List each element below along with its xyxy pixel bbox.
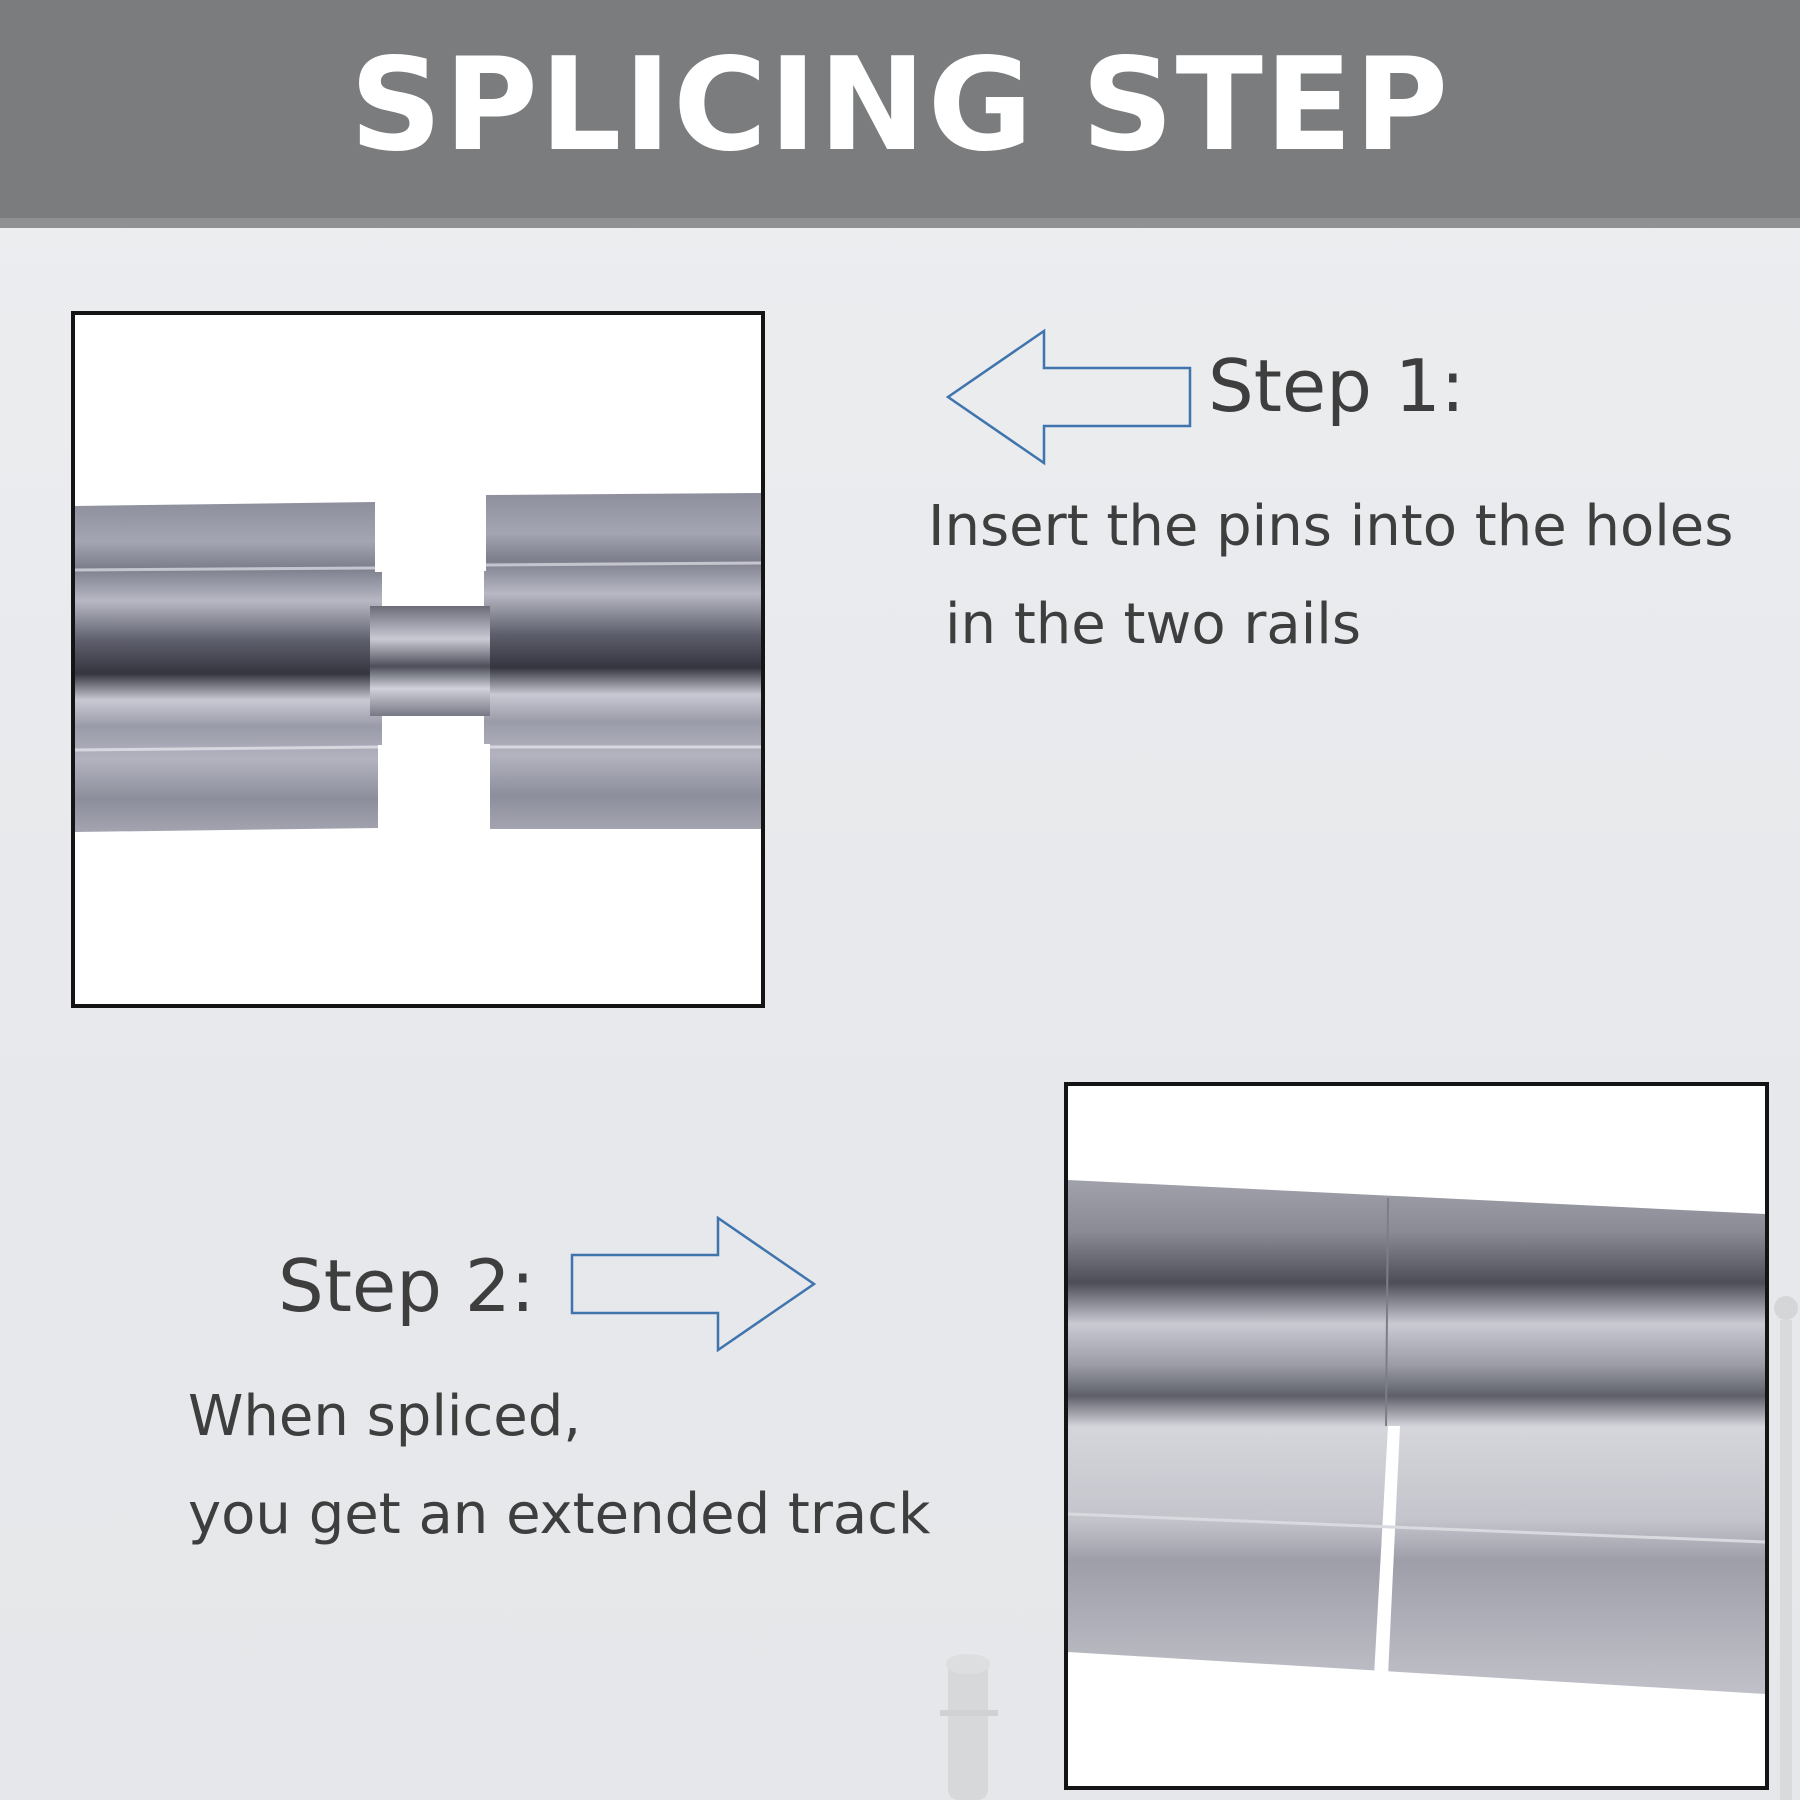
step-1-description-line-1: Insert the pins into the holes (928, 494, 1734, 559)
step-2-description-line-2: you get an extended track (188, 1482, 931, 1547)
step-2-description-line-1: When spliced, (188, 1384, 582, 1449)
step-2-photo-spliced-track (1064, 1082, 1769, 1790)
step-1-description: Insert the pins into the holes in the tw… (928, 478, 1733, 674)
background-post-silhouette (1774, 1296, 1798, 1800)
background-machine-silhouette (940, 1654, 998, 1800)
header-banner: SPLICING STEP (0, 0, 1800, 228)
step-1-photo-rails-with-pin (71, 311, 765, 1008)
step-1-heading: Step 1: (1208, 344, 1465, 428)
left-arrow-icon (944, 328, 1194, 466)
right-arrow-icon (568, 1215, 818, 1353)
step-2-description: When spliced, you get an extended track (188, 1368, 930, 1564)
page-title: SPLICING STEP (349, 31, 1451, 180)
step-1-description-line-2: in the two rails (945, 592, 1362, 657)
step-2-heading: Step 2: (278, 1244, 535, 1328)
